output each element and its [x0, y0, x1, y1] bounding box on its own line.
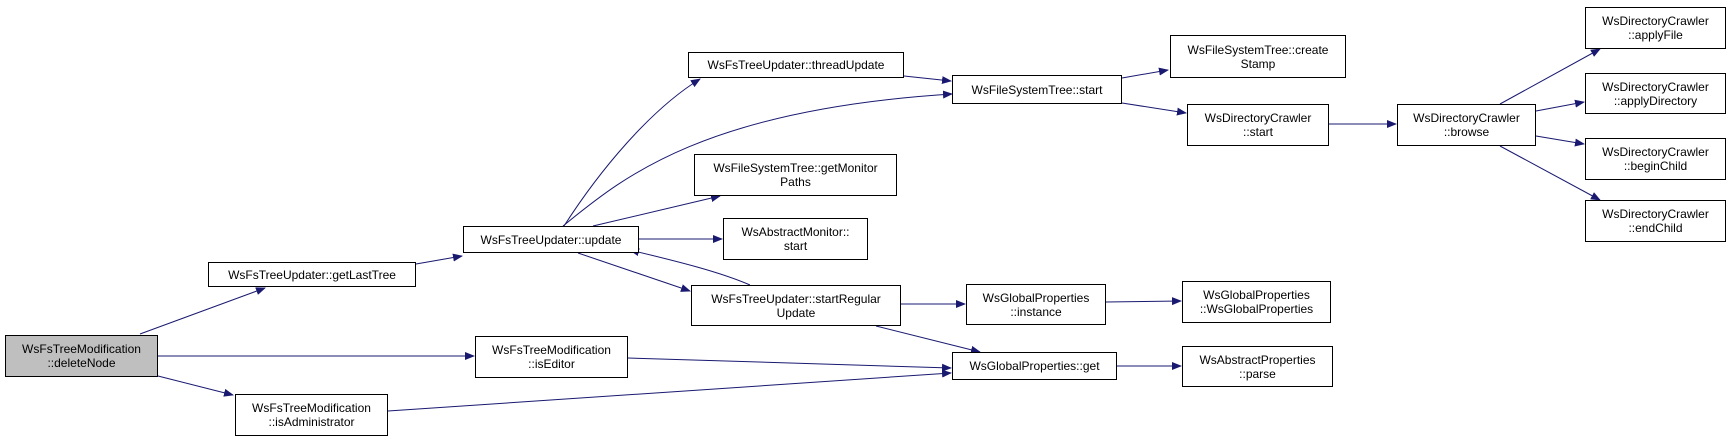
edge-delete-node-to-is-administrator: [157, 375, 234, 397]
node-label-line-1: WsFileSystemTree::create: [1187, 42, 1329, 57]
node-label-line-1: WsAbstractProperties: [1199, 352, 1316, 367]
edge-update-to-get-monitor-paths: [592, 194, 721, 227]
edge-is-administrator-to-gp-get: [387, 369, 952, 412]
node-label-line-1: WsDirectoryCrawler: [1602, 145, 1709, 159]
node-label-line-1: WsDirectoryCrawler: [1413, 111, 1520, 125]
node-ws-directory-crawler-start[interactable]: WsDirectoryCrawler ::start: [1187, 104, 1329, 146]
node-label-line-2: ::instance: [1010, 304, 1062, 319]
node-label-line-1: WsFsTreeUpdater::getLastTree: [228, 267, 396, 282]
node-ws-directory-crawler-end-child[interactable]: WsDirectoryCrawler ::endChild: [1585, 200, 1726, 242]
node-label-line-1: WsGlobalProperties: [1203, 288, 1310, 302]
node-label-line-2: ::deleteNode: [47, 356, 116, 370]
node-label-line-1: WsFsTreeUpdater::startRegular: [711, 291, 881, 306]
node-label-line-1: WsFsTreeUpdater::update: [480, 232, 622, 247]
node-label-line-1: WsAbstractMonitor::: [741, 225, 850, 239]
node-ws-fs-tree-modification-is-administrator[interactable]: WsFsTreeModification ::isAdministrator: [235, 394, 388, 436]
node-ws-directory-crawler-apply-file[interactable]: WsDirectoryCrawler ::applyFile: [1585, 7, 1726, 49]
node-label-line-2: ::applyFile: [1628, 28, 1683, 42]
node-label-line-2: ::isAdministrator: [268, 415, 355, 429]
node-label-line-2: ::endChild: [1628, 221, 1683, 235]
edge-thread-update-to-fst-start: [903, 75, 952, 85]
edge-is-editor-to-gp-get: [627, 357, 952, 372]
node-ws-file-system-tree-create-stamp[interactable]: WsFileSystemTree::create Stamp: [1170, 35, 1346, 78]
edge-start-regular-update-to-gp-get: [875, 325, 981, 354]
edge-fst-start-to-crawler-start: [1121, 102, 1187, 116]
node-label-line-2: ::beginChild: [1623, 159, 1688, 173]
node-label-line-2: ::WsGlobalProperties: [1199, 302, 1314, 316]
edge-browse-to-begin-child: [1535, 135, 1585, 147]
edge-update-to-start-regular-update: [577, 252, 691, 292]
edge-start-regular-update-to-update: [629, 248, 751, 286]
node-label-line-2: Update: [776, 305, 816, 320]
node-ws-fs-tree-updater-update[interactable]: WsFsTreeUpdater::update: [463, 226, 639, 253]
edge-update-to-thread-update: [563, 78, 701, 227]
node-ws-global-properties-constructor[interactable]: WsGlobalProperties ::WsGlobalProperties: [1182, 281, 1331, 323]
edge-update-to-fst-start: [562, 90, 953, 227]
node-ws-directory-crawler-begin-child[interactable]: WsDirectoryCrawler ::beginChild: [1585, 138, 1726, 180]
node-label-line-1: WsGlobalProperties: [982, 290, 1090, 305]
node-label-line-1: WsFsTreeUpdater::threadUpdate: [707, 58, 885, 72]
node-ws-file-system-tree-start[interactable]: WsFileSystemTree::start: [952, 75, 1122, 104]
node-ws-global-properties-get[interactable]: WsGlobalProperties::get: [952, 352, 1117, 380]
node-label-line-1: WsFileSystemTree::getMonitor: [713, 161, 878, 175]
node-ws-fs-tree-updater-start-regular-update[interactable]: WsFsTreeUpdater::startRegular Update: [691, 285, 901, 326]
node-ws-abstract-properties-parse[interactable]: WsAbstractProperties ::parse: [1182, 346, 1333, 387]
node-label-line-2: ::browse: [1443, 125, 1490, 139]
node-label-line-1: WsDirectoryCrawler: [1602, 79, 1709, 94]
node-label-line-2: ::isEditor: [528, 357, 575, 371]
node-ws-file-system-tree-get-monitor-paths[interactable]: WsFileSystemTree::getMonitor Paths: [694, 154, 897, 196]
node-label-line-2: ::applyDirectory: [1613, 93, 1698, 108]
node-ws-fs-tree-modification-delete-node: WsFsTreeModification ::deleteNode: [5, 335, 158, 377]
node-ws-fs-tree-updater-get-last-tree[interactable]: WsFsTreeUpdater::getLastTree: [208, 262, 416, 287]
edge-get-last-tree-to-update: [415, 253, 463, 265]
node-label-line-1: WsFsTreeModification: [22, 342, 141, 356]
node-ws-fs-tree-modification-is-editor[interactable]: WsFsTreeModification ::isEditor: [475, 336, 628, 378]
edge-gp-instance-to-gp-ctor: [1105, 297, 1182, 306]
node-label-line-1: WsFsTreeModification: [252, 401, 371, 415]
node-label-line-1: WsFileSystemTree::start: [971, 82, 1103, 97]
edge-delete-node-to-get-last-tree: [139, 287, 266, 335]
node-label-line-2: start: [783, 239, 808, 253]
node-label-line-1: WsGlobalProperties::get: [969, 359, 1100, 373]
edge-browse-to-apply-file: [1499, 48, 1601, 105]
node-label-line-1: WsDirectoryCrawler: [1602, 207, 1709, 221]
node-label-line-2: Paths: [780, 175, 811, 189]
node-ws-global-properties-instance[interactable]: WsGlobalProperties ::instance: [966, 284, 1106, 325]
node-ws-directory-crawler-apply-directory[interactable]: WsDirectoryCrawler ::applyDirectory: [1585, 73, 1726, 114]
node-label-line-1: WsDirectoryCrawler: [1602, 14, 1709, 28]
node-ws-abstract-monitor-start[interactable]: WsAbstractMonitor:: start: [723, 218, 868, 260]
node-label-line-2: ::start: [1242, 125, 1273, 139]
edge-browse-to-apply-directory: [1535, 99, 1585, 112]
node-label-line-2: Stamp: [1240, 56, 1276, 71]
node-ws-directory-crawler-browse[interactable]: WsDirectoryCrawler ::browse: [1397, 104, 1536, 146]
edge-browse-to-end-child: [1499, 145, 1601, 201]
node-label-line-2: ::parse: [1239, 366, 1276, 381]
node-label-line-1: WsFsTreeModification: [492, 343, 611, 357]
node-label-line-1: WsDirectoryCrawler: [1204, 111, 1312, 125]
node-ws-fs-tree-updater-thread-update[interactable]: WsFsTreeUpdater::threadUpdate: [688, 52, 904, 78]
edge-fst-start-to-create-stamp: [1121, 67, 1169, 79]
